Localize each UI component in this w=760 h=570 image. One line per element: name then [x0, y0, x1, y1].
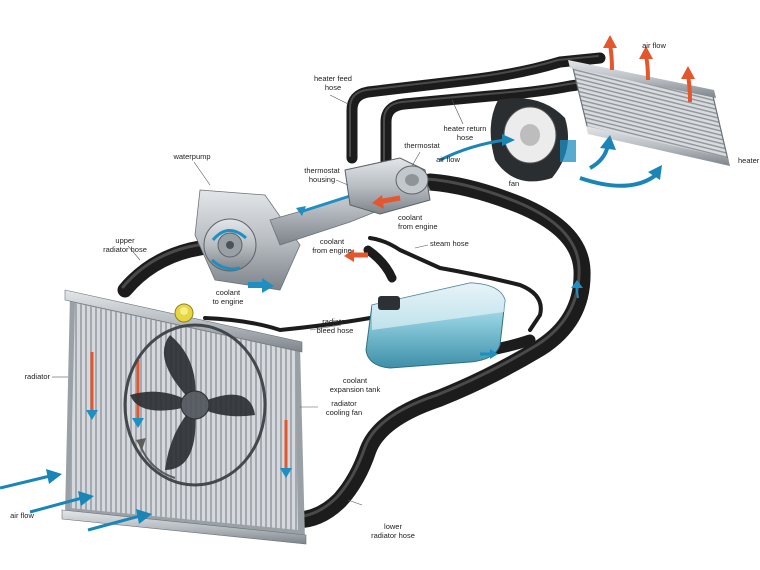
- waterpump-label: waterpump: [173, 152, 211, 161]
- heater-blower-fan: [490, 98, 576, 182]
- radiator-label: radiator: [24, 372, 50, 381]
- upper-radiator-hose: [117, 237, 223, 298]
- steam-hose-label: steam hose: [430, 239, 469, 248]
- air-flow-mid-label: air flow: [436, 155, 460, 164]
- thermostat-label: thermostat: [404, 141, 440, 150]
- heater-return-hose-label: heater return hose: [443, 124, 487, 142]
- thermostat-housing: [344, 157, 431, 215]
- air-flow-top-label: air flow: [642, 41, 666, 50]
- coolant-expansion-tank: [365, 282, 506, 369]
- coolant-from-engine-label-1: coolant from engine: [398, 213, 438, 231]
- upper-radiator-hose-label: upper radiator hose: [103, 236, 147, 254]
- heater-air-flow-arrows: [439, 35, 695, 188]
- radiator-bleed-hose-label: radiator bleed hose: [316, 317, 354, 335]
- heater-return-hose: [380, 76, 606, 174]
- radiator-air-flow-arrows: [0, 469, 152, 532]
- fan-label: fan: [508, 179, 520, 188]
- main-coolant-hose: [287, 173, 591, 529]
- coolant-from-engine-label-2: coolant from engine: [312, 237, 352, 255]
- heater-feed-hose: [346, 52, 606, 164]
- coolant-flow-arrows: [248, 195, 583, 299]
- radiator-cooling-fan: [123, 323, 267, 487]
- thermostat-housing-label: thermostat housing: [304, 166, 340, 184]
- heater-label: heater: [738, 156, 760, 165]
- air-flow-bottom-label: air flow: [10, 511, 34, 520]
- steam-hose: [368, 236, 543, 332]
- radiator-bleed-hose: [203, 316, 372, 332]
- waterpump: [194, 189, 301, 291]
- radiator-cooling-fan-label: radiator cooling fan: [325, 399, 363, 417]
- coolant-to-engine-label: coolant to engine: [212, 288, 244, 306]
- heater-feed-hose-label: heater feed hose: [314, 74, 352, 92]
- lower-radiator-hose-label: lower radiator hose: [371, 522, 415, 540]
- leader-lines: [52, 94, 464, 506]
- coolant-expansion-tank-label: coolant expansion tank: [329, 376, 381, 394]
